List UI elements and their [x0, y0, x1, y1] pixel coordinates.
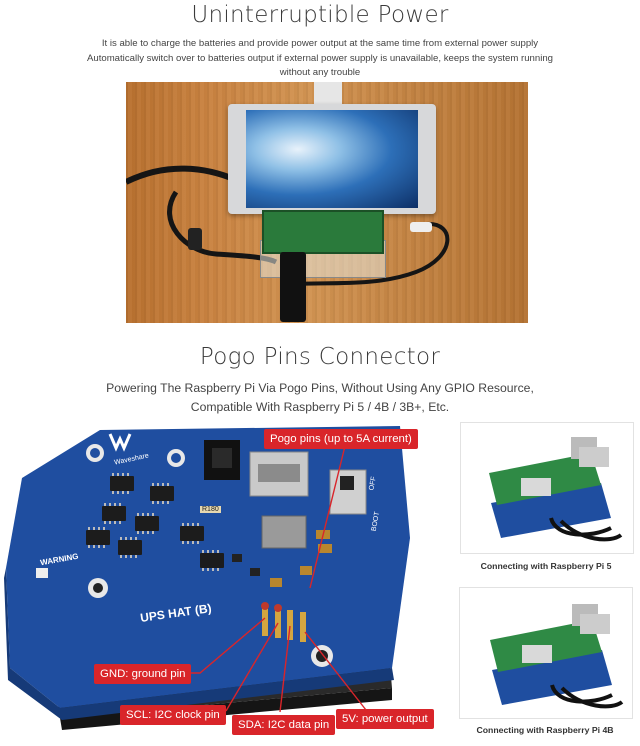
section2-line-2: Compatible With Raspberry Pi 5 / 4B / 3B… [190, 400, 450, 414]
callout-5v: 5V: power output [336, 709, 434, 729]
ups-hat-board-photo: Waveshare WARNING UPS HAT (B) R180 BOOT … [0, 418, 450, 746]
section1-line-2: Automatically switch over to batteries o… [86, 52, 554, 64]
caption-pi4b: Connecting with Raspberry Pi 4B [476, 725, 614, 735]
board-drawing [4, 426, 410, 730]
raspberry-pi-board [262, 210, 384, 254]
pi5-stack-illustration [489, 437, 623, 542]
section1-line-1: It is able to charge the batteries and p… [101, 38, 539, 49]
callout-gnd: GND: ground pin [94, 664, 192, 684]
thumb-raspberry-pi-5 [460, 422, 634, 554]
section2-description: Powering The Raspberry Pi Via Pogo Pins,… [0, 379, 640, 417]
ups-display-photo [126, 82, 528, 323]
resistor-label: R180 [200, 506, 221, 513]
hdmi-cable [280, 252, 306, 322]
display-screen [228, 104, 436, 214]
callout-scl: SCL: I2C clock pin [120, 705, 226, 725]
thumb-raspberry-pi-4b [459, 587, 633, 719]
callout-sda: SDA: I2C data pin [232, 715, 336, 735]
section2-title: Pogo Pins Connector [199, 344, 441, 370]
section1-title: Uninterruptible Power [191, 2, 449, 28]
section1-line-3: without any trouble [279, 67, 361, 78]
callout-pogo-pins: Pogo pins (up to 5A current) [264, 429, 418, 449]
section2-line-1: Powering The Raspberry Pi Via Pogo Pins,… [106, 381, 534, 395]
section1-description: It is able to charge the batteries and p… [0, 37, 640, 81]
caption-pi5: Connecting with Raspberry Pi 5 [480, 561, 612, 571]
pi4b-stack-illustration [490, 604, 624, 709]
